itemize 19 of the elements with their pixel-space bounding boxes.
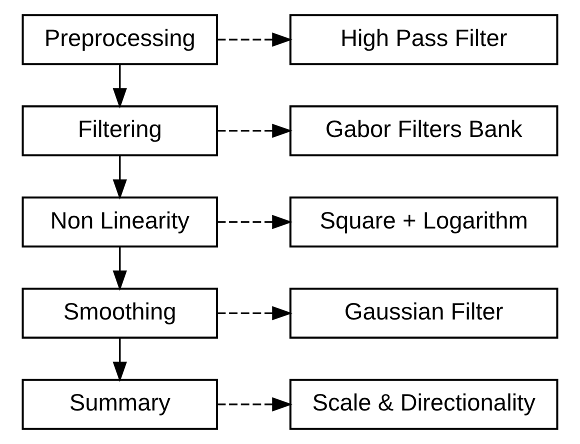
node-box: Summary [22, 378, 218, 430]
arrow [217, 124, 292, 138]
arrow [217, 397, 292, 412]
arrow [112, 338, 127, 382]
node-box: High Pass Filter [289, 14, 558, 66]
arrow [217, 306, 292, 320]
arrow [217, 32, 292, 47]
arrow [112, 64, 127, 108]
node-box: Non Linearity [22, 196, 218, 248]
node-box: Square + Logarithm [289, 196, 558, 248]
node-box: Smoothing [22, 288, 218, 339]
node-box: Preprocessing [22, 14, 218, 66]
node-box: Gabor Filters Bank [289, 105, 558, 156]
arrow [217, 214, 292, 230]
node-box: Gaussian Filter [289, 288, 558, 339]
arrow [112, 156, 127, 200]
node-box: Scale & Directionality [289, 378, 558, 430]
arrow [112, 246, 127, 291]
node-box: Filtering [22, 105, 218, 156]
